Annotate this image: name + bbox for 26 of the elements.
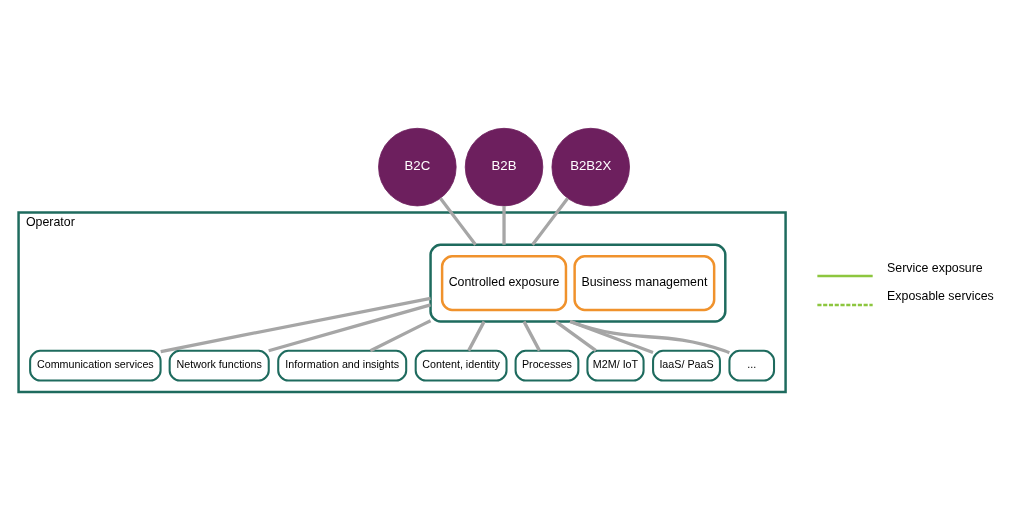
node-box: Communication services — [29, 349, 162, 382]
connector — [569, 319, 730, 355]
legend-label: Service exposure — [887, 260, 983, 275]
node-box: Information and insights — [277, 349, 408, 382]
node-box: Business management — [573, 255, 716, 312]
connector — [268, 303, 431, 353]
node-box: M2M/ IoT — [586, 349, 645, 382]
connector — [467, 320, 486, 352]
connector — [531, 197, 569, 246]
node-circle: B2B2X — [551, 127, 630, 207]
connector — [369, 319, 432, 353]
node-box: Processes — [514, 349, 580, 382]
node-box: IaaS/ PaaS — [652, 349, 721, 382]
connector — [160, 296, 431, 354]
connector — [502, 206, 506, 245]
cluster — [429, 243, 727, 323]
legend-label: Exposable services — [887, 289, 994, 304]
connector — [554, 320, 597, 352]
node-box: Content, identity — [414, 349, 508, 382]
node-circle: B2B — [464, 127, 544, 207]
node-circle: B2C — [378, 127, 457, 207]
node-box: ... — [728, 349, 776, 382]
node-box: Controlled exposure — [440, 255, 568, 312]
connector — [439, 197, 477, 246]
node-box: Network functions — [168, 349, 270, 382]
connector — [522, 320, 541, 352]
